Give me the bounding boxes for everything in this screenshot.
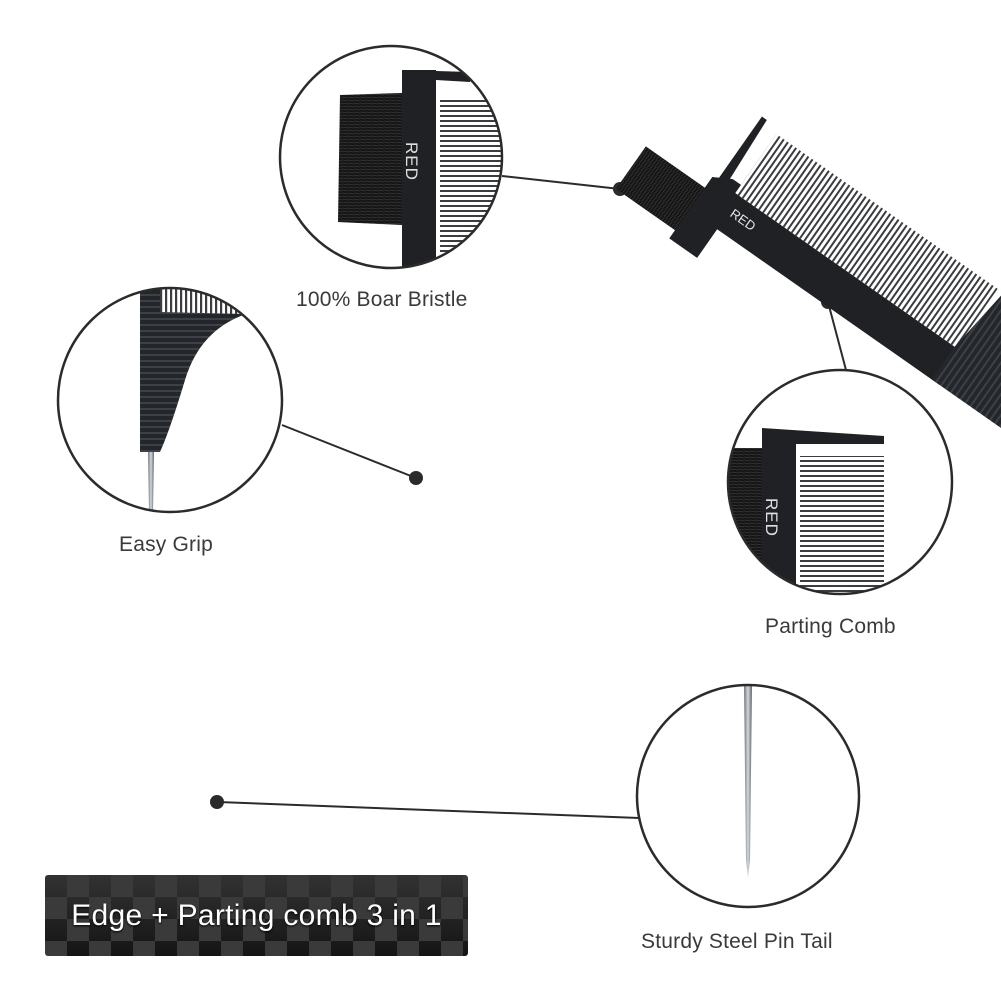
callout-connectors [217,175,847,819]
easy-grip-label: Easy Grip [119,533,213,556]
brand-logo-closeup-2: RED [762,498,781,537]
feature-banner: Edge + Parting comb 3 in 1 [45,875,468,956]
steel-pin-tail-label: Sturdy Steel Pin Tail [641,930,833,953]
rat-tail-comb: RED [616,116,1001,437]
boar-bristle-closeup-icon: RED [278,44,504,270]
parting-comb-label: Parting Comb [765,615,896,638]
steel-pin-closeup-icon [635,683,861,909]
boar-bristle-label: 100% Boar Bristle [296,288,468,311]
parting-comb-closeup-icon: RED [726,368,954,596]
grip-closeup-icon [56,286,284,514]
brand-logo-closeup: RED [402,142,421,181]
banner-text: Edge + Parting comb 3 in 1 [71,898,442,932]
